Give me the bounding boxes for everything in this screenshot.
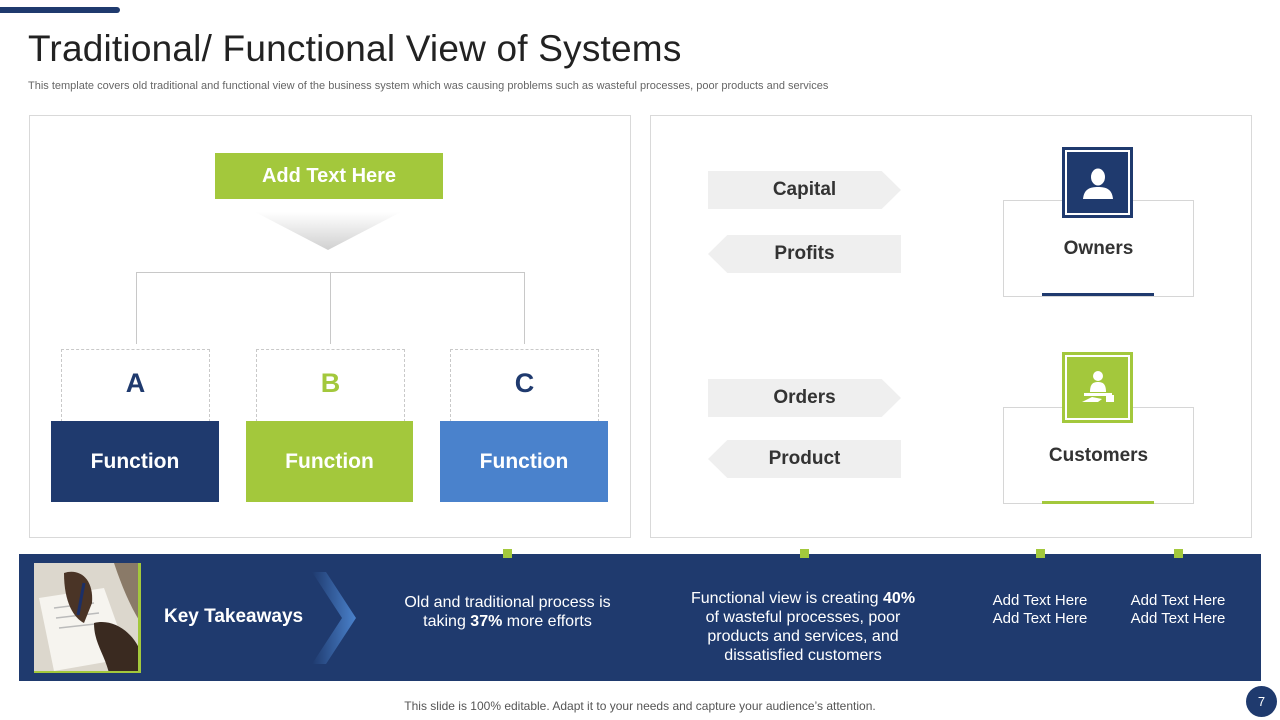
- page-title: Traditional/ Functional View of Systems: [28, 28, 682, 69]
- customers-icon-tile: [1062, 352, 1133, 423]
- connector-c: [524, 272, 525, 344]
- connector-b: [330, 272, 331, 344]
- letter-box-b: B: [256, 349, 405, 422]
- funnel-shape: [255, 212, 401, 250]
- takeaway-3: Add Text Here Add Text Here: [992, 592, 1088, 627]
- profits-arrow: Profits: [708, 235, 901, 273]
- customers-box: Customers: [1003, 407, 1194, 504]
- key-takeaways-band: [19, 554, 1261, 681]
- marker-dot-2: [800, 549, 809, 558]
- customer-service-icon: [1065, 355, 1130, 420]
- takeaway-4: Add Text Here Add Text Here: [1130, 592, 1226, 627]
- marker-dot-4: [1174, 549, 1183, 558]
- signing-document-photo: [34, 563, 141, 673]
- customers-underline: [1042, 501, 1154, 504]
- owners-icon-tile: [1062, 147, 1133, 218]
- footer-note: This slide is 100% editable. Adapt it to…: [404, 699, 876, 713]
- accent-bar: [0, 7, 120, 13]
- letter-box-c: C: [450, 349, 599, 422]
- marker-dot-1: [503, 549, 512, 558]
- top-text-box[interactable]: Add Text Here: [215, 153, 443, 199]
- page-subtitle: This template covers old traditional and…: [28, 80, 829, 92]
- function-box-a[interactable]: Function: [51, 421, 219, 502]
- function-box-b[interactable]: Function: [246, 421, 413, 502]
- takeaway-1: Old and traditional process is taking 37…: [404, 594, 611, 630]
- orders-arrow: Orders: [708, 379, 901, 417]
- page-number-badge: 7: [1246, 686, 1277, 717]
- function-box-c[interactable]: Function: [440, 421, 608, 502]
- user-icon: [1065, 150, 1130, 215]
- takeaway-2: Functional view is creating 40% of waste…: [690, 590, 916, 664]
- connector-a: [136, 272, 137, 344]
- marker-dot-3: [1036, 549, 1045, 558]
- product-arrow: Product: [708, 440, 901, 478]
- capital-arrow: Capital: [708, 171, 901, 209]
- letter-box-a: A: [61, 349, 210, 422]
- key-takeaways-label: Key Takeaways: [164, 606, 304, 627]
- chevron-right-icon: [312, 572, 356, 664]
- owners-underline: [1042, 293, 1154, 296]
